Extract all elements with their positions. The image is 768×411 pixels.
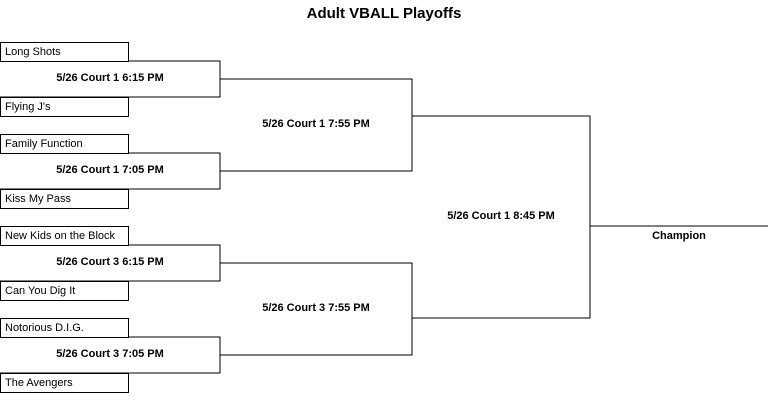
team-slot: Kiss My Pass (0, 189, 129, 209)
connector-r2-m1 (220, 78, 413, 172)
match-label-r1: 5/26 Court 1 7:05 PM (56, 164, 164, 176)
team-slot: Flying J's (0, 97, 129, 117)
connector-r2-m2 (220, 262, 413, 356)
team-slot: New Kids on the Block (0, 226, 129, 246)
team-slot: Can You Dig It (0, 281, 129, 301)
connector-final (412, 115, 591, 319)
match-label-r1: 5/26 Court 3 6:15 PM (56, 256, 164, 268)
team-slot: Long Shots (0, 42, 129, 62)
team-slot: The Avengers (0, 373, 129, 393)
match-label-r2: 5/26 Court 1 7:55 PM (262, 118, 370, 130)
match-label-final: 5/26 Court 1 8:45 PM (447, 210, 555, 222)
team-slot: Notorious D.I.G. (0, 318, 129, 338)
team-slot: Family Function (0, 134, 129, 154)
match-label-r2: 5/26 Court 3 7:55 PM (262, 302, 370, 314)
match-label-r1: 5/26 Court 1 6:15 PM (56, 72, 164, 84)
champion-label: Champion (652, 230, 706, 242)
match-label-r1: 5/26 Court 3 7:05 PM (56, 348, 164, 360)
page-title: Adult VBALL Playoffs (306, 5, 462, 22)
